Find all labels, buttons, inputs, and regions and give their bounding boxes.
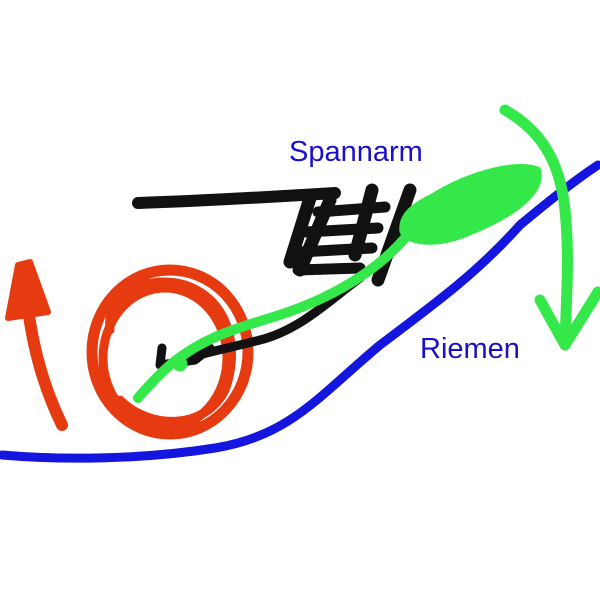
belt-line [0, 160, 600, 463]
spannarm-label: Spannarm [289, 136, 423, 168]
arrow-down-icon [499, 104, 600, 351]
tension-arm [133, 164, 542, 403]
riemen-label: Riemen [420, 333, 520, 365]
arrow-up-icon [5, 259, 68, 431]
